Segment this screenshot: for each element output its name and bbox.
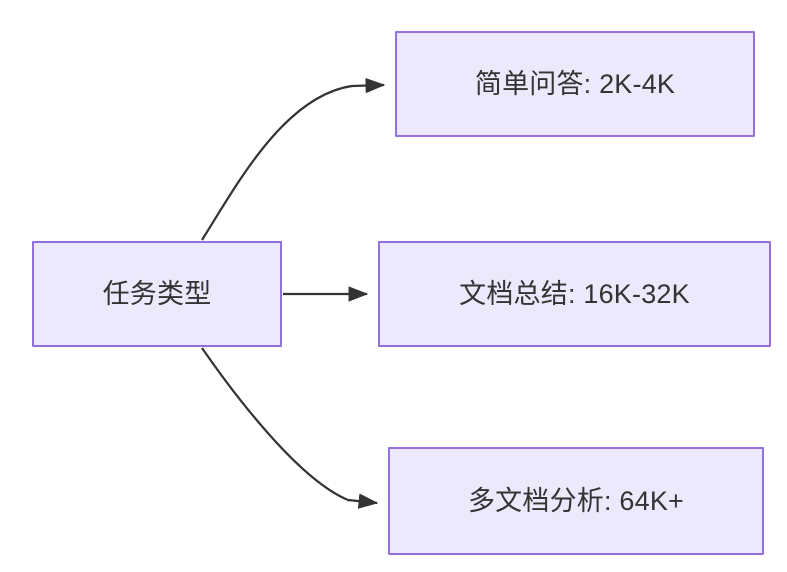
node-doc-summary[interactable]: 文档总结: 16K-32K bbox=[378, 241, 771, 347]
edge-root-to-simple-qa bbox=[201, 77, 386, 241]
edge-root-to-multi-doc bbox=[201, 347, 379, 509]
node-multi-doc[interactable]: 多文档分析: 64K+ bbox=[388, 447, 764, 555]
node-root[interactable]: 任务类型 bbox=[32, 241, 282, 347]
node-multi-doc-label: 多文档分析: 64K+ bbox=[467, 485, 684, 516]
node-simple-qa[interactable]: 简单问答: 2K-4K bbox=[395, 31, 755, 137]
node-root-label: 任务类型 bbox=[102, 278, 212, 309]
node-doc-summary-label: 文档总结: 16K-32K bbox=[459, 278, 690, 309]
node-simple-qa-label: 简单问答: 2K-4K bbox=[474, 68, 676, 99]
